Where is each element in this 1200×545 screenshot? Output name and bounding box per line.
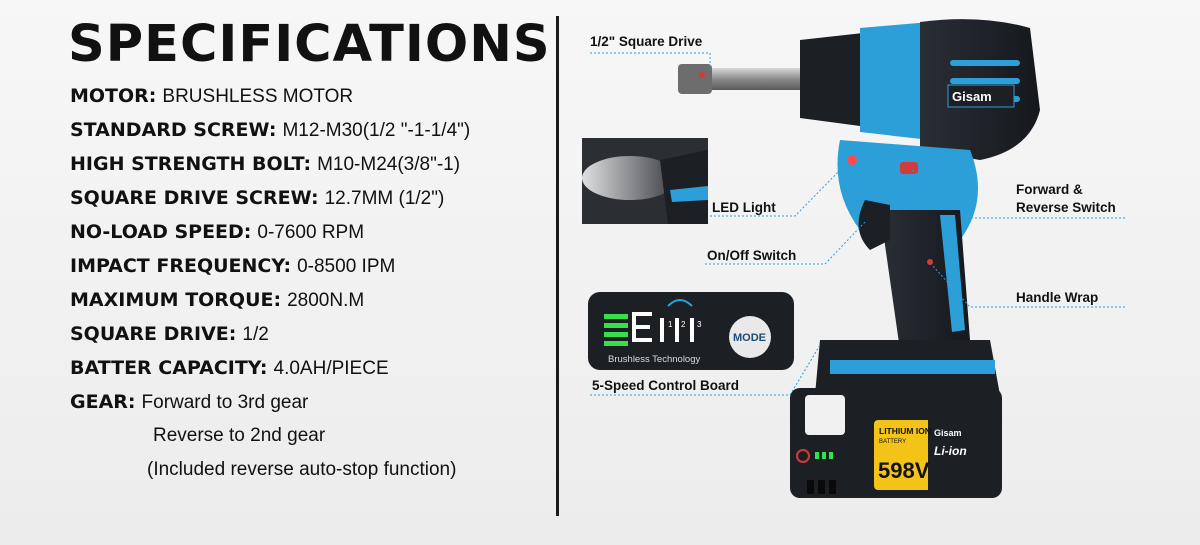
gear-reverse-line: Reverse to 2nd gear xyxy=(153,425,326,446)
callout-square-drive: 1/2" Square Drive xyxy=(590,34,703,49)
spec-row: MAXIMUM TORQUE:2800N.M xyxy=(70,287,470,321)
brand-badge xyxy=(947,84,1015,108)
speed-bar-1 xyxy=(604,314,628,319)
base-accent xyxy=(830,360,995,374)
battery-chem: LITHIUM ION xyxy=(879,426,931,436)
mode-button-label: MODE xyxy=(733,332,766,344)
battery-release-button xyxy=(805,395,845,435)
direction-switch xyxy=(900,162,918,174)
speed-bar-2 xyxy=(604,323,628,328)
spec-key: MOTOR: xyxy=(70,85,157,107)
spec-key: SQUARE DRIVE: xyxy=(70,323,237,345)
battery-level-led-2 xyxy=(822,452,826,459)
battery-power-icon xyxy=(796,449,810,463)
spec-value: Forward to 3rd gear xyxy=(141,392,309,413)
anvil-ring xyxy=(860,22,930,140)
leader-handle-wrap xyxy=(931,264,1125,308)
battery-word: BATTERY xyxy=(879,439,906,445)
speed-digit-e xyxy=(632,312,652,342)
spec-row: SQUARE DRIVE SCREW:12.7MM (1/2") xyxy=(70,185,470,219)
control-panel-caption: Brushless Technology xyxy=(608,354,700,365)
spec-key: STANDARD SCREW: xyxy=(70,119,277,141)
spec-row: NO-LOAD SPEED:0-7600 RPM xyxy=(70,219,470,253)
spec-value: 2800N.M xyxy=(287,290,365,311)
gear-autostop-line: (Included reverse auto-stop function) xyxy=(147,459,457,480)
page-title: SPECIFICATIONS xyxy=(68,15,551,74)
spec-row: STANDARD SCREW:M12-M30(1/2 "-1-1/4") xyxy=(70,117,470,151)
speed-digit-2 xyxy=(675,318,679,342)
led-glow xyxy=(582,156,678,200)
speed-bar-3 xyxy=(604,332,628,337)
vent-2 xyxy=(950,78,1020,84)
battery-level-led-1 xyxy=(815,452,819,459)
spec-key: GEAR: xyxy=(70,391,136,413)
spec-row: SQUARE DRIVE:1/2 xyxy=(70,321,470,355)
trigger xyxy=(858,200,890,250)
spec-row: IMPACT FREQUENCY:0-8500 IPM xyxy=(70,253,470,287)
callout-on-off-switch: On/Off Switch xyxy=(707,248,797,263)
leader-square-drive xyxy=(590,52,711,70)
speed-bar-4 xyxy=(604,341,628,346)
square-drive-tip xyxy=(678,64,712,94)
leader-control-board xyxy=(590,344,821,396)
spec-key: MAXIMUM TORQUE: xyxy=(70,289,282,311)
digit-label-3: 3 xyxy=(697,320,702,329)
leader-forward-reverse xyxy=(911,169,1125,219)
spec-value: M12-M30(1/2 "-1-1/4") xyxy=(282,120,471,141)
handle-wrap-stripe xyxy=(940,215,965,332)
spec-value: 4.0AH/PIECE xyxy=(273,358,389,379)
drive-pin xyxy=(699,72,705,78)
speed-digit-3 xyxy=(690,318,694,342)
handle-screw xyxy=(927,259,933,265)
callout-led-light: LED Light xyxy=(712,200,776,215)
callout-forward-line-2: Reverse Switch xyxy=(1016,200,1116,215)
spec-row: MOTOR:BRUSHLESS MOTOR xyxy=(70,83,470,117)
led-inset-tool xyxy=(660,150,708,224)
spec-key: BATTER CAPACITY: xyxy=(70,357,268,379)
led-inset-accent xyxy=(670,186,708,202)
digit-label-1: 1 xyxy=(668,320,673,329)
speed-gauge-icon xyxy=(667,299,693,307)
spec-key: HIGH STRENGTH BOLT: xyxy=(70,153,312,175)
battery-level-led-3 xyxy=(829,452,833,459)
spec-value: 1/2 xyxy=(242,324,269,345)
spec-value: M10-M24(3/8"-1) xyxy=(317,154,461,175)
callout-control-board: 5-Speed Control Board xyxy=(592,378,740,393)
spec-row: BATTER CAPACITY:4.0AH/PIECE xyxy=(70,355,470,389)
battery-type: Li-ion xyxy=(934,444,967,458)
digit-label-2: 2 xyxy=(681,320,686,329)
spec-value: 0-8500 IPM xyxy=(297,256,396,277)
battery-vent-1 xyxy=(807,480,814,494)
product-illustration: Gisam LITHIUM ION BATTERY 598V Gisam Li-… xyxy=(560,0,1200,545)
battery-vent-3 xyxy=(829,480,836,494)
leader-lines xyxy=(590,52,1125,396)
vertical-divider xyxy=(556,16,559,516)
spec-value: 0-7600 RPM xyxy=(257,222,365,243)
spec-value: BRUSHLESS MOTOR xyxy=(162,86,354,107)
battery-vent-2 xyxy=(818,480,825,494)
led-lamp xyxy=(847,155,857,165)
battery-voltage: 598V xyxy=(878,458,930,483)
battery-label-black xyxy=(928,420,984,490)
impact-wrench-illustration: Gisam LITHIUM ION BATTERY 598V Gisam Li-… xyxy=(582,19,1125,498)
leader-on-off xyxy=(705,221,866,265)
spec-key: IMPACT FREQUENCY: xyxy=(70,255,292,277)
leader-led xyxy=(710,164,846,217)
spec-value: 12.7MM (1/2") xyxy=(324,188,445,209)
brand-logo: Gisam xyxy=(952,89,992,104)
spec-row: HIGH STRENGTH BOLT:M10-M24(3/8"-1) xyxy=(70,151,470,185)
mode-button xyxy=(729,316,771,358)
callout-handle-wrap: Handle Wrap xyxy=(1016,290,1099,305)
spec-row: GEAR:Forward to 3rd gear xyxy=(70,389,470,423)
callout-forward-line-1: Forward & xyxy=(1016,182,1083,197)
battery-brand: Gisam xyxy=(934,428,962,438)
speed-digit-1 xyxy=(660,318,664,342)
spec-key: SQUARE DRIVE SCREW: xyxy=(70,187,319,209)
vent-1 xyxy=(950,60,1020,66)
spec-key: NO-LOAD SPEED: xyxy=(70,221,252,243)
